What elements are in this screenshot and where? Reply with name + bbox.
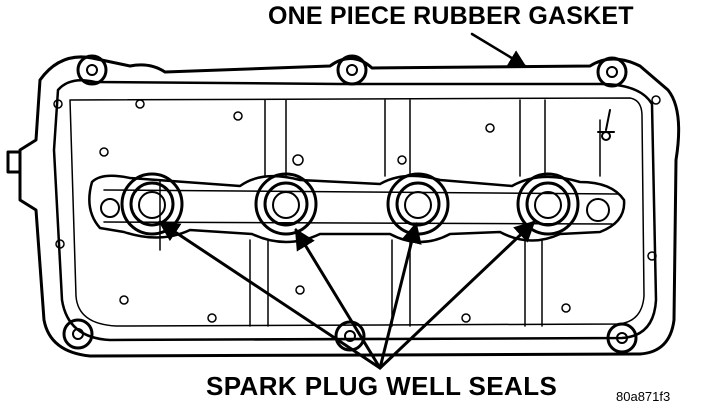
seals-callout-label: SPARK PLUG WELL SEALS: [206, 371, 558, 401]
seal-leader-arrow-3: [378, 221, 422, 370]
bolt-boss: [336, 54, 368, 86]
cover-outer-outline: [18, 55, 681, 358]
side-stub: [6, 150, 22, 174]
center-spine: [88, 174, 626, 244]
bolt-boss: [62, 318, 94, 350]
cover-ribs: [159, 99, 601, 327]
spark-plug-well-seal-2: [254, 172, 318, 236]
gasket-leader-arrow: [470, 32, 527, 68]
breather-tube-end: [601, 131, 611, 141]
bolt-boss: [334, 320, 366, 352]
figure-code: 80a871f3: [616, 389, 671, 404]
rubber-gasket-outline: [52, 79, 658, 342]
spark-plug-well-seal-4: [516, 172, 580, 236]
spark-plug-well-seal-1: [120, 172, 184, 236]
seal-leader-arrow-1: [158, 220, 382, 370]
spark-plug-well-seal-3: [386, 172, 450, 236]
bolt-boss: [606, 322, 638, 354]
spine-end-hole: [586, 198, 610, 222]
seal-leader-arrow-4: [378, 220, 536, 370]
gasket-inner-line: [69, 97, 645, 327]
small-holes: [53, 95, 661, 323]
gasket-callout-label: ONE PIECE RUBBER GASKET: [268, 2, 634, 30]
bolt-boss: [596, 56, 628, 88]
bolt-boss: [76, 54, 108, 86]
spine-end-hole: [100, 198, 120, 218]
seal-leader-arrow-2: [294, 228, 382, 370]
